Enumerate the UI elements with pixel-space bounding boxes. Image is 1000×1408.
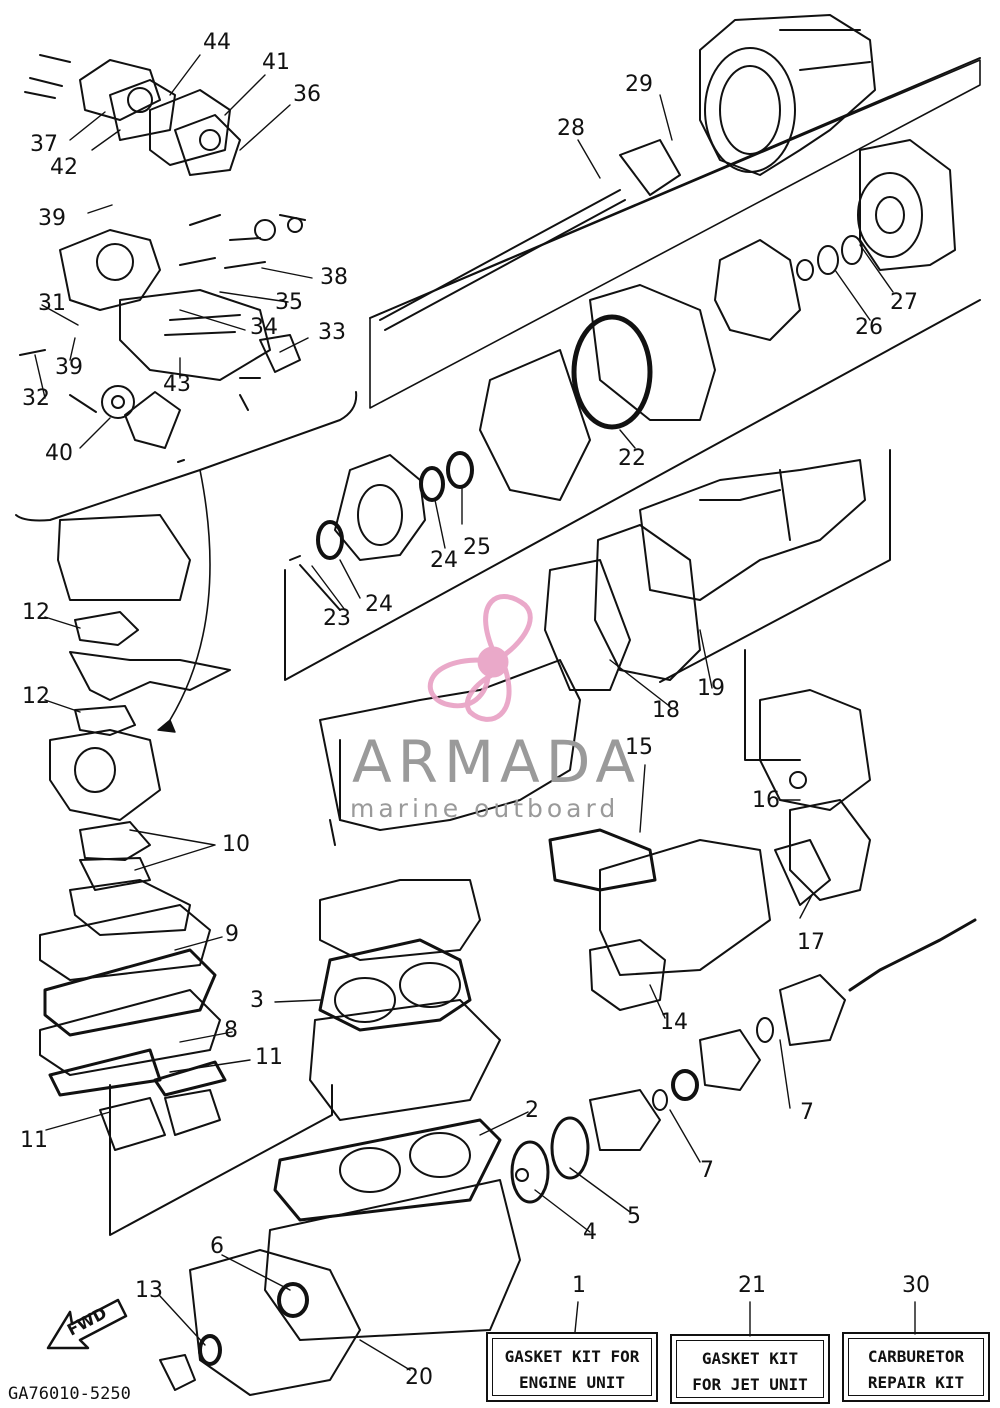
- callout-30: 30: [902, 1273, 930, 1298]
- callout-21: 21: [738, 1273, 766, 1298]
- kit-jet-line2: FOR JET UNIT: [692, 1375, 808, 1394]
- callout-5: 5: [627, 1204, 641, 1229]
- callout-18: 18: [652, 698, 680, 723]
- callout-41: 41: [262, 50, 290, 75]
- kit-engine-line2: ENGINE UNIT: [519, 1373, 625, 1392]
- callout-43: 43: [163, 372, 191, 397]
- callout-19: 19: [697, 676, 725, 701]
- callout-2: 2: [525, 1098, 539, 1123]
- watermark-subtitle: marine outboard: [350, 794, 620, 823]
- callout-8: 8: [224, 1018, 238, 1043]
- fwd-arrow-icon: [46, 1298, 128, 1350]
- kit-engine-line1: GASKET KIT FOR: [504, 1347, 640, 1366]
- kit-carb-line2: REPAIR KIT: [867, 1373, 965, 1392]
- callout-9: 9: [225, 922, 239, 947]
- kit-box-carburetor: CARBURETOR REPAIR KIT: [842, 1332, 990, 1402]
- callout-25: 25: [463, 535, 491, 560]
- callout-11a: 11: [255, 1045, 283, 1070]
- callout-33: 33: [318, 320, 346, 345]
- callout-3: 3: [250, 988, 264, 1013]
- callout-28: 28: [557, 116, 585, 141]
- carburetor-assembly: [15, 54, 358, 522]
- callout-39a: 39: [38, 206, 66, 231]
- engine-block-assembly: [39, 514, 977, 1396]
- jet-unit-frame: [109, 57, 981, 1236]
- callout-11b: 11: [20, 1128, 48, 1153]
- leader-lines: [34, 54, 916, 1371]
- callout-6: 6: [210, 1234, 224, 1259]
- callout-44: 44: [203, 30, 231, 55]
- callout-12a: 12: [22, 600, 50, 625]
- callout-31: 31: [38, 291, 66, 316]
- callout-10: 10: [222, 832, 250, 857]
- callout-1: 1: [572, 1273, 586, 1298]
- callout-37: 37: [30, 132, 58, 157]
- callout-14: 14: [660, 1010, 688, 1035]
- callout-32: 32: [22, 386, 50, 411]
- callout-15: 15: [625, 735, 653, 760]
- callout-12b: 12: [22, 684, 50, 709]
- callout-24b: 24: [365, 592, 393, 617]
- callout-20: 20: [405, 1365, 433, 1390]
- kit-box-jet: GASKET KIT FOR JET UNIT: [670, 1334, 830, 1404]
- callout-29: 29: [625, 72, 653, 97]
- callout-38: 38: [320, 265, 348, 290]
- callout-36: 36: [293, 82, 321, 107]
- callout-7b: 7: [700, 1158, 714, 1183]
- kit-jet-line1: GASKET KIT: [701, 1349, 799, 1368]
- callout-22: 22: [618, 446, 646, 471]
- callout-35: 35: [275, 290, 303, 315]
- callout-40: 40: [45, 441, 73, 466]
- callout-7a: 7: [800, 1100, 814, 1125]
- callout-16: 16: [752, 788, 780, 813]
- callout-42: 42: [50, 155, 78, 180]
- jet-pump-assembly: [289, 14, 956, 691]
- watermark-title: ARMADA: [352, 728, 642, 796]
- callout-23: 23: [323, 606, 351, 631]
- watermark-logo-icon: [427, 594, 533, 722]
- diagram-code: GA76010-5250: [8, 1384, 131, 1404]
- kit-carb-line1: CARBURETOR: [867, 1347, 965, 1366]
- callout-34: 34: [250, 315, 278, 340]
- callout-24a: 24: [430, 548, 458, 573]
- callout-39b: 39: [55, 355, 83, 380]
- callout-4: 4: [583, 1220, 597, 1245]
- kit-box-engine: GASKET KIT FOR ENGINE UNIT: [486, 1332, 658, 1402]
- callout-26: 26: [855, 315, 883, 340]
- callout-17: 17: [797, 930, 825, 955]
- callout-27: 27: [890, 290, 918, 315]
- callout-13: 13: [135, 1278, 163, 1303]
